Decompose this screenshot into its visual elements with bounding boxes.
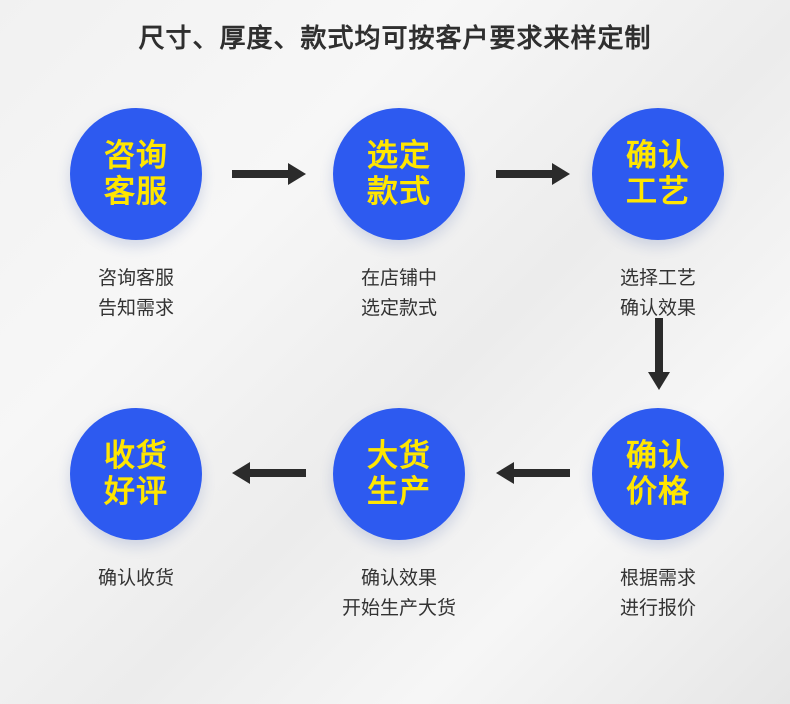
arrow-left-icon <box>232 462 306 484</box>
step-title-line1: 确认 <box>626 438 690 474</box>
arrow-right-icon <box>232 163 306 185</box>
step-description: 在店铺中 选定款式 <box>309 263 489 323</box>
step-title-line1: 确认 <box>626 138 690 174</box>
arrow-left-icon <box>496 462 570 484</box>
step-title-line1: 选定 <box>367 138 431 174</box>
step-title-line2: 生产 <box>367 474 431 510</box>
arrow-right-icon <box>496 163 570 185</box>
step-circle: 大货 生产 <box>333 408 465 540</box>
step-description: 选择工艺 确认效果 <box>568 263 748 323</box>
step-circle: 咨询 客服 <box>70 108 202 240</box>
step-title-line2: 工艺 <box>626 174 690 210</box>
step-title-line1: 收货 <box>104 438 168 474</box>
page-title: 尺寸、厚度、款式均可按客户要求来样定制 <box>138 24 652 54</box>
step-circle: 收货 好评 <box>70 408 202 540</box>
step-desc-line1: 根据需求 <box>619 567 696 589</box>
step-description: 根据需求 进行报价 <box>568 563 748 623</box>
step-desc-line1: 确认效果 <box>360 567 437 589</box>
step-title-line1: 咨询 <box>104 138 168 174</box>
step-circle: 确认 价格 <box>592 408 724 540</box>
step-title-line2: 客服 <box>104 174 168 210</box>
arrow-down-icon <box>648 318 670 390</box>
step-title-line1: 大货 <box>367 438 431 474</box>
step-desc-line2: 开始生产大货 <box>341 597 456 619</box>
step-circle: 选定 款式 <box>333 108 465 240</box>
step-description: 咨询客服 告知需求 <box>46 263 226 323</box>
step-desc-line2: 进行报价 <box>619 597 696 619</box>
step-desc-line1: 选择工艺 <box>619 267 696 289</box>
step-desc-line2: 确认效果 <box>619 297 696 319</box>
step-title-line2: 款式 <box>367 174 431 210</box>
step-desc-line2: 告知需求 <box>97 297 174 319</box>
step-desc-line1: 在店铺中 <box>360 267 437 289</box>
step-title-line2: 价格 <box>626 474 690 510</box>
step-desc-line2: 选定款式 <box>360 297 437 319</box>
step-description: 确认收货 <box>46 563 226 593</box>
step-circle: 确认 工艺 <box>592 108 724 240</box>
step-title-line2: 好评 <box>104 474 168 510</box>
step-description: 确认效果 开始生产大货 <box>309 563 489 623</box>
step-desc-line1: 咨询客服 <box>97 267 174 289</box>
step-desc-line1: 确认收货 <box>97 567 174 589</box>
